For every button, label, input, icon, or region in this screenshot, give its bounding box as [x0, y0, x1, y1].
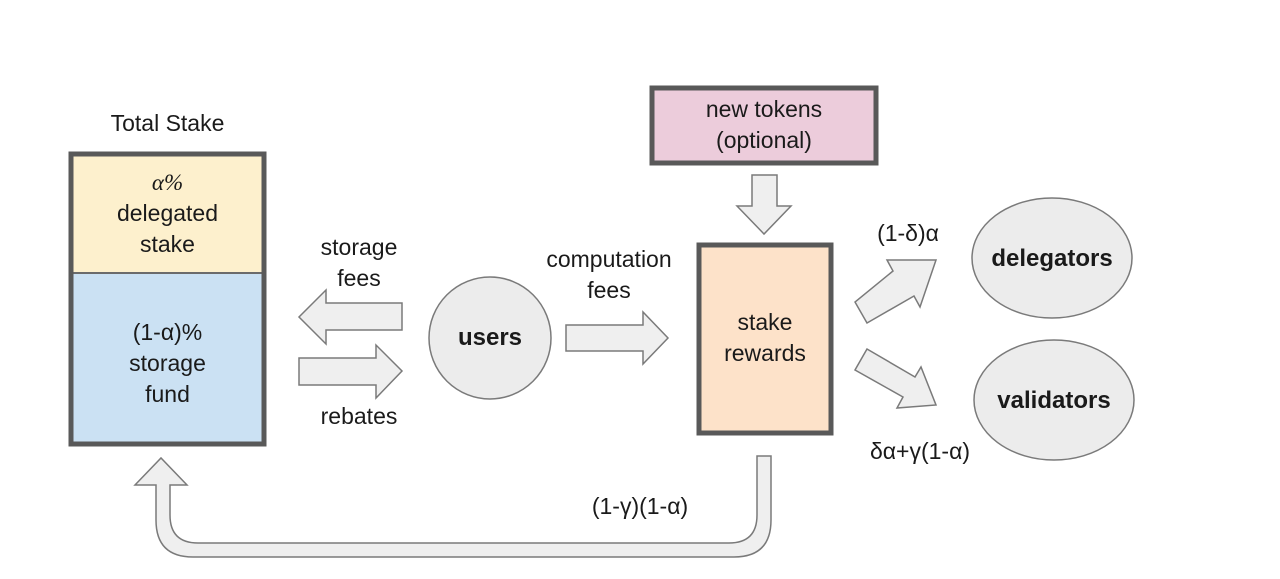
- storage-fund-line2: storage: [129, 350, 206, 376]
- new-tokens-line2: (optional): [716, 127, 812, 153]
- stake-rewards-label: stake rewards: [699, 307, 831, 369]
- delegated-stake-line3: stake: [140, 231, 195, 257]
- delegated-stake-percent: α%: [151, 170, 184, 195]
- storage-fees-arrow: [297, 288, 403, 346]
- users-node: [428, 276, 552, 400]
- validators-node: [973, 339, 1135, 461]
- new-tokens-line1: new tokens: [705, 96, 823, 122]
- delegators-arrow: [854, 259, 938, 325]
- storage-fees-line1: storage: [320, 234, 398, 260]
- storage-fund-label: (1-α)% storage fund: [71, 317, 264, 410]
- storage-fund-line3: fund: [145, 381, 190, 407]
- storage-fund-return-arrow: [133, 455, 772, 558]
- stake-rewards-line2: rewards: [724, 340, 806, 366]
- users-label: users: [457, 324, 523, 351]
- new-tokens-box: [649, 85, 879, 166]
- delegated-stake-section: [71, 154, 264, 273]
- delegated-stake-label: α% delegated stake: [71, 167, 264, 260]
- delegators-share-label: (1-δ)α: [877, 220, 939, 246]
- computation-fees-line1: computation: [546, 246, 672, 272]
- storage-fees-label: storage fees: [299, 232, 419, 294]
- stake-rewards-box: [696, 242, 834, 436]
- validators-label: validators: [997, 387, 1111, 414]
- storage-fund-section: [71, 273, 264, 444]
- storage-fund-percent: (1-α)%: [132, 319, 203, 345]
- delegators-label: delegators: [991, 245, 1113, 272]
- computation-fees-label: computation fees: [530, 244, 688, 306]
- total-stake-box: [68, 151, 267, 447]
- storage-fund-return-label: (1-γ)(1-α): [591, 493, 689, 519]
- validators-share-label: δα+γ(1-α): [869, 438, 971, 464]
- rebates-arrow: [298, 343, 404, 400]
- storage-fees-line2: fees: [337, 265, 381, 291]
- computation-fees-line2: fees: [587, 277, 631, 303]
- new-tokens-arrow: [735, 174, 793, 236]
- delegators-node: [971, 197, 1133, 319]
- stake-rewards-line1: stake: [737, 309, 793, 335]
- delegated-stake-line2: delegated: [116, 200, 219, 226]
- rebates-label: rebates: [320, 403, 398, 429]
- validators-arrow: [853, 347, 938, 409]
- total-stake-title: Total Stake: [110, 110, 225, 136]
- computation-fees-arrow: [565, 310, 670, 366]
- new-tokens-label: new tokens (optional): [652, 94, 876, 156]
